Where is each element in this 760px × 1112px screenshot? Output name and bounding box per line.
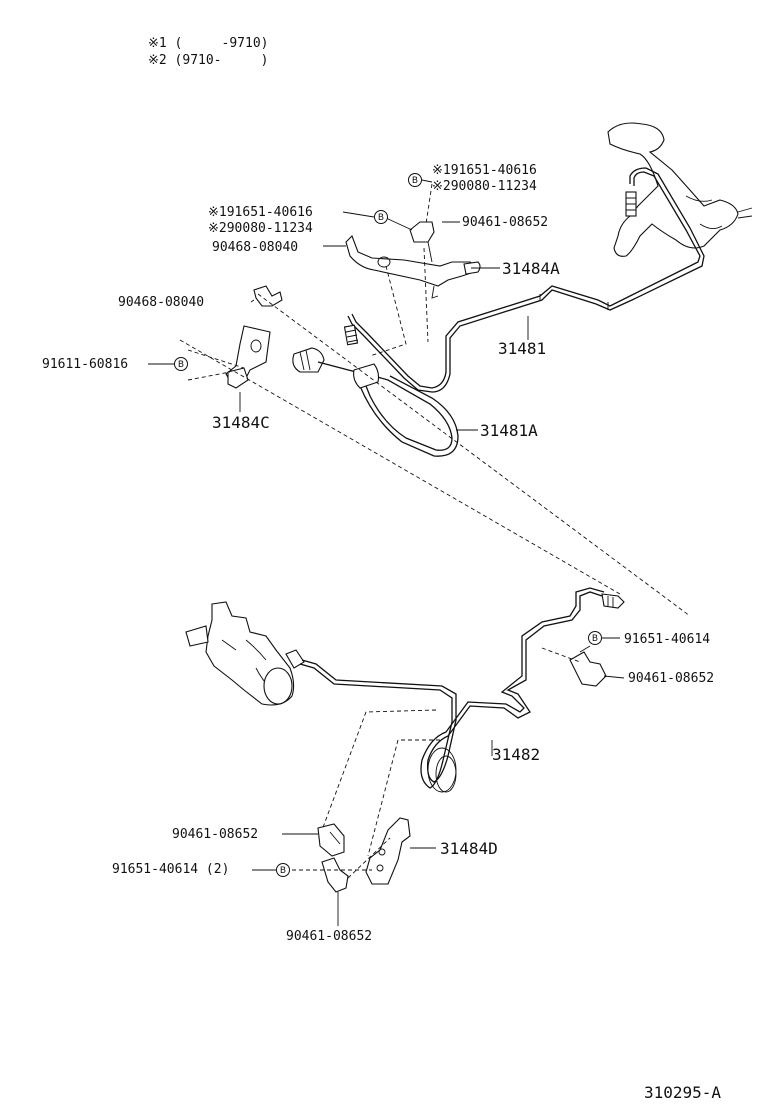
upper-leader-lines [148, 179, 691, 617]
label-91611-60816: 91611-60816 [42, 357, 129, 372]
label-31482: 31482 [492, 745, 541, 764]
clutch-master-cylinder [607, 122, 753, 257]
label-90461-08652-top: 90461-08652 [462, 215, 549, 230]
bolt-marker-b: B [174, 357, 188, 371]
tube-31481 [347, 167, 705, 393]
label-290080-11234-mid: ※290080-11234 [208, 221, 313, 236]
clip-90461-08652-lower-left [317, 823, 345, 857]
note-2: ※2 (9710- ) [148, 53, 269, 68]
label-90468-08040-upper: 90468-08040 [212, 240, 299, 255]
label-90461-08652-lower-left: 90461-08652 [172, 827, 259, 842]
tube-end-fitting [343, 324, 359, 346]
label-90461-08652-lower-right: 90461-08652 [628, 671, 715, 686]
clutch-release-cylinder [185, 601, 295, 706]
bracket-31484C [225, 325, 271, 389]
bolt-marker-b: B [374, 210, 388, 224]
bolt-marker-b: B [588, 631, 602, 645]
bracket-31484A [345, 221, 481, 299]
note-1: ※1 ( -9710) [148, 36, 269, 51]
label-290080-11234-top: ※290080-11234 [432, 179, 537, 194]
bolt-marker-b: B [276, 863, 290, 877]
bracket-31484D [365, 817, 411, 885]
clip-90468-08040-left [253, 285, 283, 307]
flexible-hose-31481A [292, 347, 459, 457]
label-31481A: 31481A [480, 421, 538, 440]
figure-id: 310295-A [644, 1083, 722, 1102]
label-91651-40614-2: 91651-40614 (2) [112, 862, 230, 877]
bolt-marker-b: B [408, 173, 422, 187]
label-191651-40616-mid: ※191651-40616 [208, 205, 313, 220]
label-31484D: 31484D [440, 839, 498, 858]
label-91651-40614: 91651-40614 [624, 632, 711, 647]
lower-leader-lines [252, 637, 625, 926]
label-90461-08652-bottom: 90461-08652 [286, 929, 373, 944]
label-31481: 31481 [498, 339, 547, 358]
label-31484A: 31484A [502, 259, 560, 278]
label-191651-40616-top: ※191651-40616 [432, 163, 537, 178]
label-31484C: 31484C [212, 413, 270, 432]
clip-90461-08652-bottom [321, 857, 349, 893]
label-90468-08040-left: 90468-08040 [118, 295, 205, 310]
tube-31482 [285, 587, 625, 793]
clip-90461-08652-lower-right [569, 651, 607, 687]
